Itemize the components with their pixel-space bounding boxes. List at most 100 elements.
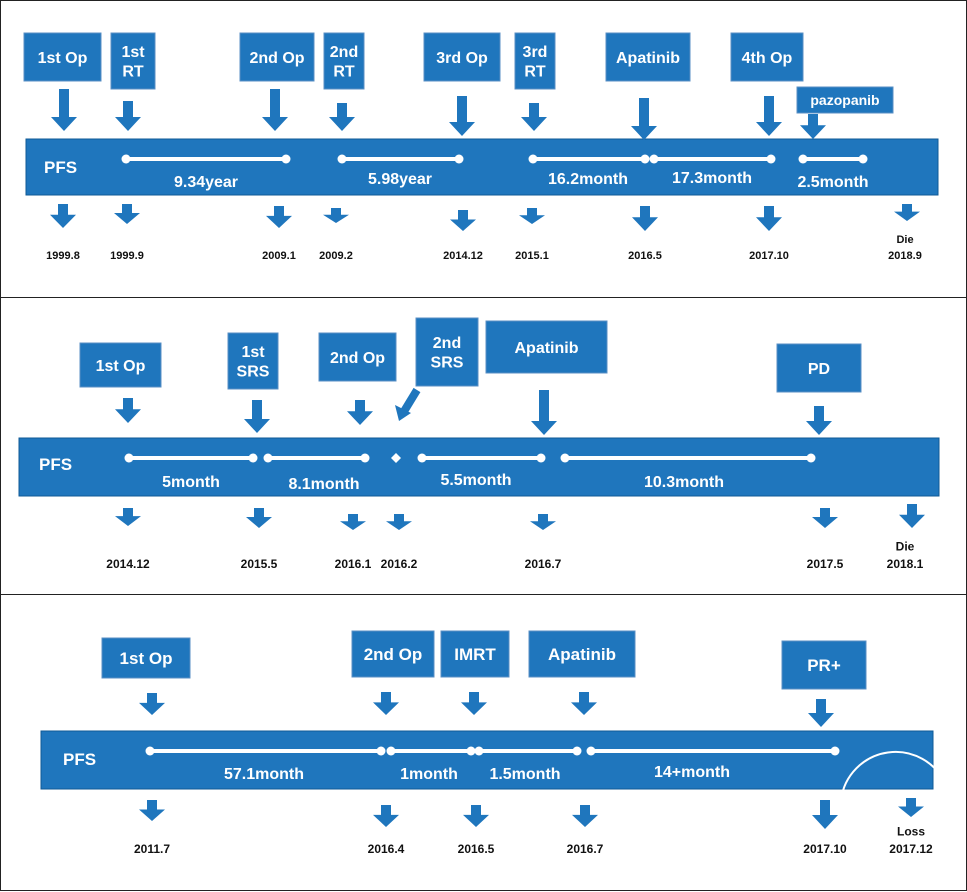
down-arrow-icon [244,400,270,433]
up-arrow-icon [812,508,838,528]
interval-duration: 5.98year [368,171,432,188]
interval-endpoint [263,453,273,463]
interval-duration: 1month [400,766,458,783]
event-date: 2014.12 [443,250,483,262]
up-arrow-icon [323,208,349,223]
event-date: 2016.2 [381,557,418,571]
interval-endpoint [806,453,816,463]
event-box [730,32,804,82]
event-label: 2nd [330,44,358,61]
event-date: Die [896,234,913,246]
up-arrow-icon [114,204,140,224]
interval-endpoint [560,453,570,463]
down-arrow-icon [531,390,557,435]
event-date: 2015.1 [515,250,549,262]
up-arrow-icon [572,805,598,827]
event-label: 1st Op [120,649,173,668]
down-arrow-icon [461,692,487,715]
interval-endpoint [466,746,476,756]
interval-endpoint [124,453,134,463]
interval-duration: 10.3month [644,474,724,491]
event-label: 1st [241,344,265,361]
interval-endpoint [586,746,596,756]
pfs-label: PFS [39,455,72,474]
down-arrow-icon [808,699,834,727]
interval-duration: 16.2month [548,171,628,188]
event-date: 2016.5 [458,842,495,856]
interval-endpoint [474,746,484,756]
up-arrow-icon [756,206,782,231]
interval-duration: 14+month [654,764,730,781]
diagonal-arrow-icon [399,387,421,416]
up-arrow-icon [246,508,272,528]
event-label: 2nd [433,335,461,352]
down-arrow-icon [800,114,826,139]
event-box [23,32,102,82]
event-box [440,630,510,678]
up-arrow-icon [894,204,920,221]
up-arrow-icon [812,800,838,829]
interval-endpoint [798,154,808,164]
event-date: 2017.5 [807,557,844,571]
interval-endpoint [360,453,370,463]
interval-endpoint [386,746,396,756]
event-box [796,86,894,114]
event-date: 1999.8 [46,250,80,262]
event-label: RT [122,63,144,80]
down-arrow-icon [571,692,597,715]
up-arrow-icon [530,514,556,530]
event-label: 3rd Op [436,50,488,67]
event-label: RT [524,63,546,80]
event-box [318,332,397,382]
pfs-label: PFS [44,158,77,177]
down-arrow-icon [373,692,399,715]
event-date: 2017.10 [749,250,789,262]
up-arrow-icon [519,208,545,224]
interval-endpoint [145,746,155,756]
up-arrow-icon [632,206,658,231]
event-date: 2009.1 [262,250,296,262]
highlight-arc [840,750,947,801]
event-date: 2016.1 [335,557,372,571]
event-date: 2016.4 [368,842,405,856]
event-box [514,32,556,90]
interval-endpoint [376,746,386,756]
interval-endpoint [536,453,546,463]
event-date: 2016.7 [567,842,604,856]
event-date: 2018.9 [888,250,922,262]
event-date: 2016.5 [628,250,662,262]
event-box [79,342,162,388]
diagonal-arrow-icon [395,405,411,421]
event-label: SRS [431,354,464,371]
interval-duration: 5.5month [440,472,511,489]
event-date: 2016.7 [525,557,562,571]
down-arrow-icon [139,693,165,715]
event-box [415,317,479,387]
up-arrow-icon [50,204,76,228]
interval-marker [391,453,401,463]
interval-duration: 5month [162,474,220,491]
interval-duration: 9.34year [174,174,238,191]
down-arrow-icon [521,103,547,131]
interval-duration: 2.5month [797,174,868,191]
event-label: 2nd Op [364,645,423,664]
interval-duration: 8.1month [288,476,359,493]
event-label: IMRT [454,645,496,664]
interval-endpoint [649,154,659,164]
interval-endpoint [830,746,840,756]
event-label: pazopanib [810,92,879,108]
interval-endpoint [858,154,868,164]
down-arrow-icon [115,398,141,423]
down-arrow-icon [449,96,475,136]
event-date: 2014.12 [106,557,150,571]
event-box [528,630,636,678]
event-date: 2015.5 [241,557,278,571]
event-label: 1st [121,44,145,61]
event-date: Die [896,540,915,554]
event-box [101,637,191,679]
event-box [239,32,315,82]
pfs-label: PFS [63,750,96,769]
down-arrow-icon [262,89,288,131]
